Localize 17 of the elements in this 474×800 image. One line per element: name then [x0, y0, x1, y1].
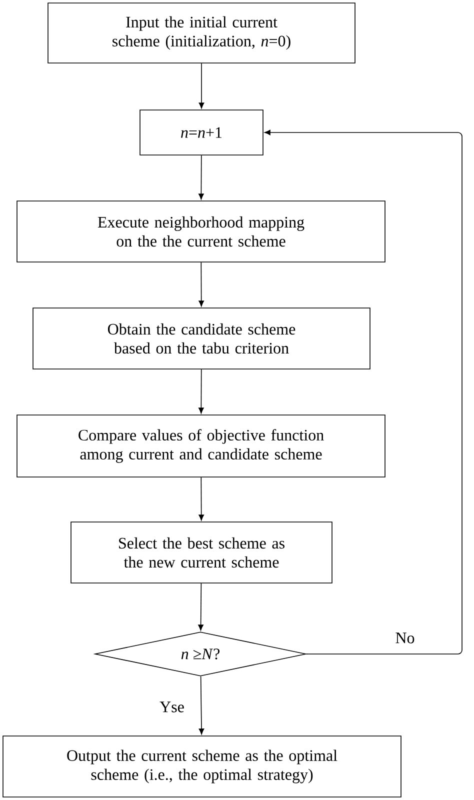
process-box: Select the best scheme as the new current scheme: [70, 522, 332, 584]
arrow: [198, 369, 204, 414]
process-box: Execute neighborhood mapping on the the current scheme: [16, 200, 386, 262]
arrow: [264, 130, 462, 654]
process-box: Output the current scheme as the optimal scheme (i.e., the optimal strategy): [2, 736, 402, 798]
edge-label: No: [394, 632, 416, 644]
process-box: Obtain the candidate scheme based on the tabu criterion: [32, 308, 370, 370]
process-box: Input the initial current scheme (initialization, n=0): [48, 2, 356, 64]
process-box: n=n+1: [140, 110, 264, 156]
process-box: Compare values of objective function among current and candidate scheme: [16, 414, 386, 478]
edge-label: Yse: [158, 700, 186, 714]
arrow: [198, 262, 204, 307]
arrow: [198, 583, 204, 631]
arrow: [198, 676, 204, 735]
arrow: [198, 63, 204, 109]
arrow: [198, 477, 204, 521]
arrow: [198, 154, 204, 200]
